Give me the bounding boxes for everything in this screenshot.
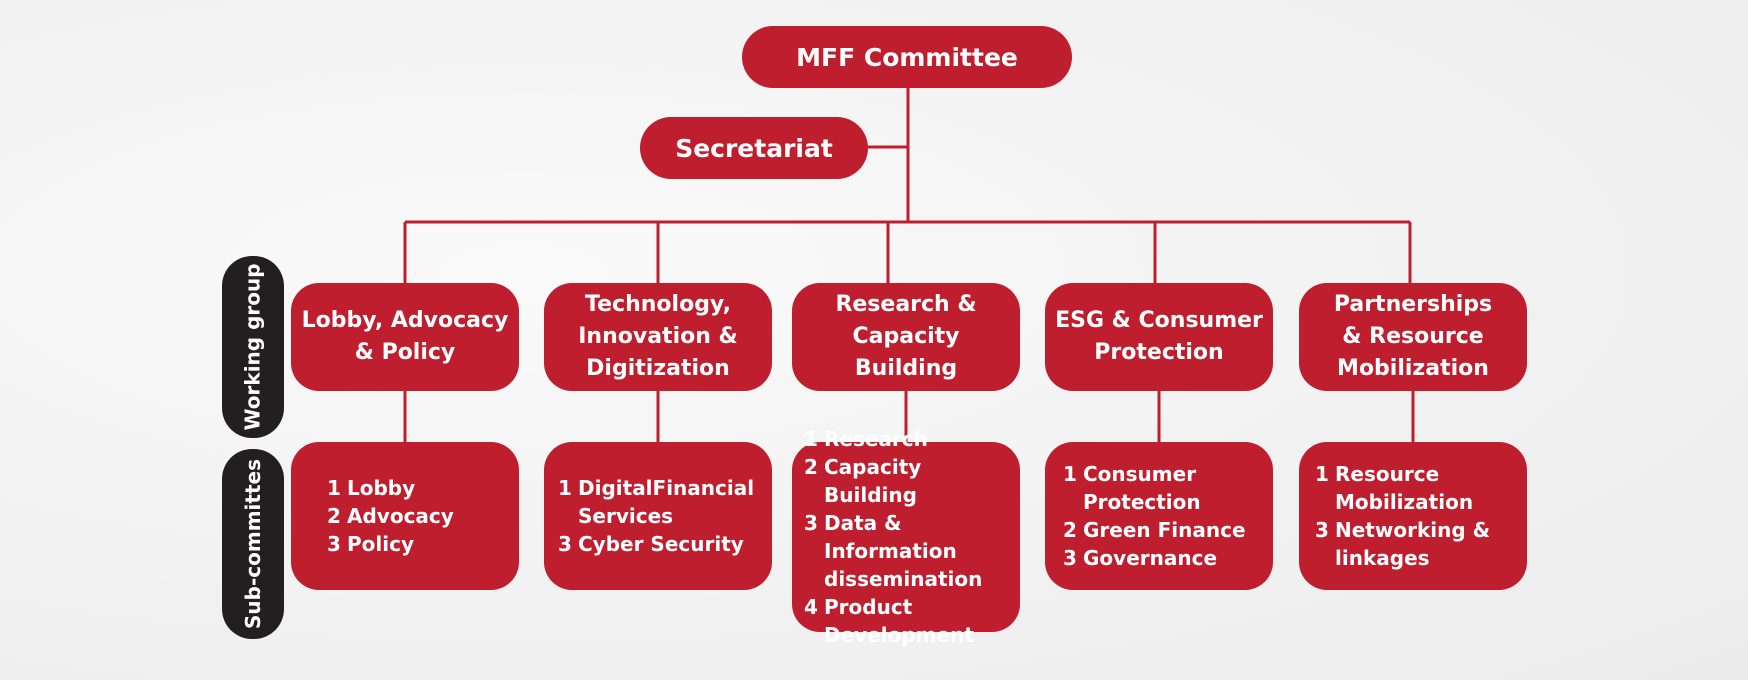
- sub-committee-label: Green Finance: [1083, 518, 1246, 542]
- sub-committee-label: DigitalFinancial Services: [578, 476, 755, 528]
- sub-committee-number: 2: [1063, 518, 1077, 542]
- sub-committee-number: 1: [1063, 462, 1077, 486]
- working-group-title: Lobby, Advocacy & Policy: [301, 308, 509, 365]
- sub-committee-label: Governance: [1083, 546, 1218, 570]
- working-group-node: Research & Capacity Building: [792, 283, 1020, 391]
- sub-committee-number: 2: [804, 455, 818, 479]
- working-group-node: ESG & Consumer Protection: [1045, 283, 1273, 391]
- working-group-title: ESG & Consumer Protection: [1055, 308, 1263, 365]
- working-group-node: Partnerships & Resource Mobilization: [1299, 283, 1527, 391]
- sub-committee-label: Consumer Protection: [1083, 462, 1201, 514]
- working-group-row-label: Working group: [222, 256, 284, 438]
- working-group-node: Lobby, Advocacy & Policy: [291, 283, 519, 391]
- committee-label: MFF Committee: [796, 42, 1018, 72]
- sub-committee-label: Lobby: [347, 476, 416, 500]
- sub-committee-label: Research: [824, 427, 928, 451]
- sub-committee-number: 3: [558, 532, 572, 556]
- sub-committee-number: 2: [327, 504, 341, 528]
- sub-committees-row-label: Sub-committes: [222, 449, 284, 639]
- sub-committee-number: 3: [1315, 518, 1329, 542]
- sub-committee-number: 4: [804, 595, 818, 619]
- secretariat-label: Secretariat: [675, 133, 833, 163]
- committee-node: MFF Committee: [742, 26, 1072, 88]
- working-group-label: Working group: [241, 263, 266, 431]
- sub-committee-number: 1: [327, 476, 341, 500]
- sub-committee-number: 1: [1315, 462, 1329, 486]
- sub-committee-number: 1: [804, 427, 818, 451]
- sub-committee-label: Networking & linkages: [1335, 518, 1491, 570]
- sub-committee-number: 3: [327, 532, 341, 556]
- sub-committee-label: Product Development: [824, 595, 974, 647]
- sub-committee-label: Resource Mobilization: [1335, 462, 1474, 514]
- secretariat-node: Secretariat: [640, 117, 868, 179]
- working-group-node: Technology, Innovation & Digitization: [544, 283, 772, 391]
- sub-committee-number: 3: [804, 511, 818, 535]
- sub-committee-label: Advocacy: [347, 504, 454, 528]
- sub-committee-number: 3: [1063, 546, 1077, 570]
- sub-committee-number: 1: [558, 476, 572, 500]
- sub-committee-label: Cyber Security: [578, 532, 744, 556]
- sub-committee-label: Data & Information dissemination: [824, 511, 983, 591]
- sub-committee-label: Capacity Building: [824, 455, 922, 507]
- working-group-title: Partnerships & Resource Mobilization: [1333, 292, 1493, 381]
- working-group-title: Research & Capacity Building: [835, 292, 977, 381]
- sub-committee-label: Policy: [347, 532, 415, 556]
- working-group-title: Technology, Innovation & Digitization: [578, 292, 738, 381]
- sub-committees-label: Sub-committes: [241, 459, 266, 629]
